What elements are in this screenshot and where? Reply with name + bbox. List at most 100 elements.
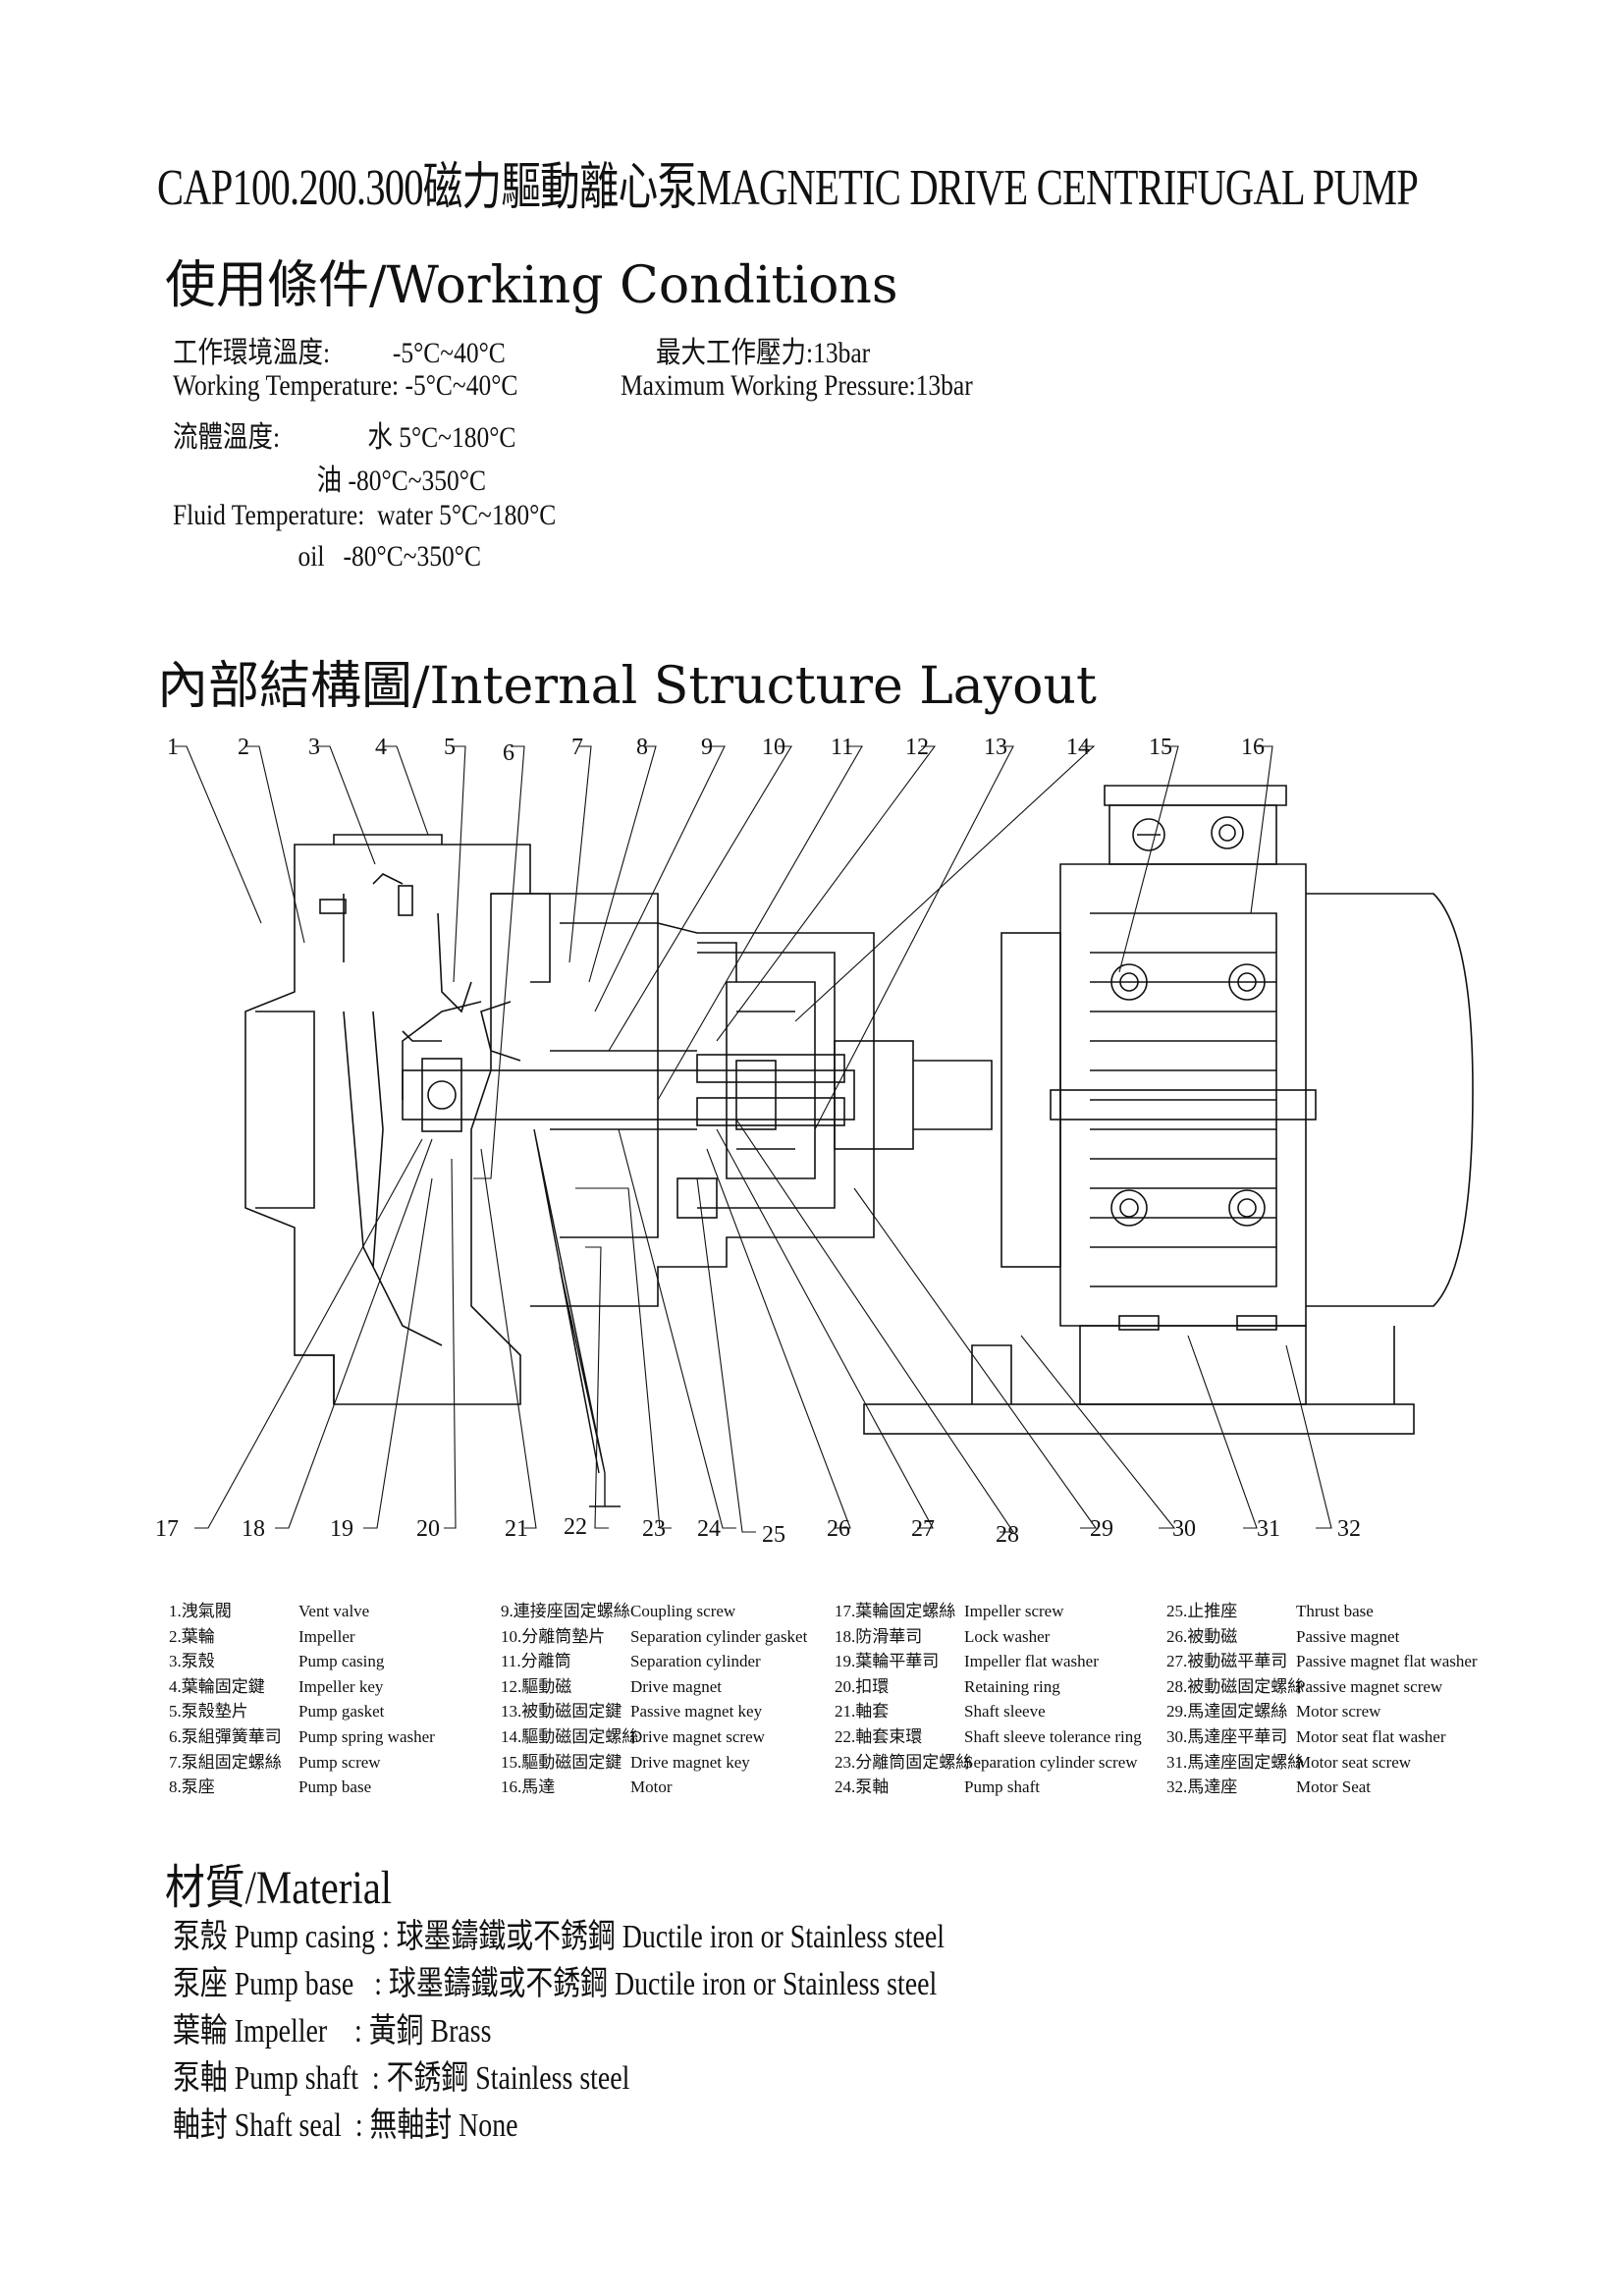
condition-line-left: Fluid Temperature: water 5°C~180°C [173,499,557,531]
part-row: 21.軸套 Shaft sleeve [835,1699,1142,1724]
part-row: 24.泵軸 Pump shaft [835,1775,1142,1800]
callout-label: 11 [831,735,853,760]
part-number-label: 5.泵殼墊片 [169,1702,248,1722]
bottom-leader-lines [194,1119,1332,1533]
part-english-name: Impeller screw [964,1602,1064,1620]
part-number-label: 8.泵座 [169,1777,215,1797]
condition-line-left: 油 -80°C~350°C [173,465,486,497]
part-english-name: Drive magnet screw [630,1726,765,1746]
part-english-name: Coupling screw [630,1602,736,1620]
part-english-name: Pump shaft [964,1777,1040,1797]
part-english-name: Motor [630,1777,673,1797]
callout-label: 6 [503,740,514,766]
material-row: 泵座 Pump base : 球墨鑄鐵或不銹鋼 Ductile iron or … [173,1966,938,2002]
callout-label: 7 [571,735,583,760]
part-english-name: Vent valve [298,1602,370,1620]
callout-label: 21 [505,1516,528,1542]
part-english-name: Motor Seat [1296,1777,1372,1797]
callout-label: 27 [911,1516,935,1542]
callout-label: 26 [827,1516,850,1542]
part-row: 6.泵組彈簧華司 Pump spring washer [169,1724,435,1750]
part-row: 22.軸套束環 Shaft sleeve tolerance ring [835,1724,1142,1750]
callout-label: 20 [416,1516,440,1542]
part-row: 32.馬達座 Motor Seat [1166,1775,1478,1800]
part-english-name: Passive magnet [1296,1626,1400,1646]
part-english-name: Passive magnet flat washer [1296,1652,1478,1671]
part-number-label: 6.泵組彈簧華司 [169,1726,282,1746]
page-title: CAP100.200.300磁力驅動離心泵MAGNETIC DRIVE CENT… [157,160,1419,216]
base-plate [863,1326,1415,1435]
condition-line-left: 流體溫度: 水 5°C~180°C [173,421,516,454]
callout-label: 13 [984,735,1007,760]
part-number-label: 32.馬達座 [1166,1777,1238,1797]
part-english-name: Impeller flat washer [964,1652,1099,1671]
callout-label: 5 [444,735,456,760]
condition-line-right: Maximum Working Pressure:13bar [621,369,973,402]
part-english-name: Retaining ring [964,1676,1060,1696]
part-number-label: 30.馬達座平華司 [1166,1726,1288,1746]
callout-label: 22 [564,1514,587,1540]
part-number-label: 10.分離筒墊片 [501,1626,606,1646]
callout-label: 18 [242,1516,265,1542]
callout-label: 4 [375,735,387,760]
part-english-name: Motor screw [1296,1702,1381,1722]
pump-shaft [402,1040,993,1150]
part-number-label: 11.分離筒 [501,1652,571,1671]
part-number-label: 9.連接座固定螺絲 [501,1602,630,1620]
part-number-label: 22.軸套束環 [835,1726,923,1746]
part-english-name: Passive magnet screw [1296,1676,1443,1696]
callout-label: 3 [308,735,320,760]
part-row: 2.葉輪 Impeller [169,1624,435,1650]
condition-line-left: Working Temperature: -5°C~40°C [173,369,518,402]
part-english-name: Shaft sleeve [964,1702,1046,1722]
material-row: 泵軸 Pump shaft : 不銹鋼 Stainless steel [173,2060,630,2097]
callout-label: 12 [905,735,929,760]
callout-label: 8 [636,735,648,760]
part-english-name: Drive magnet key [630,1752,750,1772]
material-heading: 材質/Material [165,1862,393,1914]
part-number-label: 24.泵軸 [835,1777,890,1797]
part-number-label: 14.驅動磁固定螺絲 [501,1726,639,1746]
part-english-name: Shaft sleeve tolerance ring [964,1726,1142,1746]
part-number-label: 13.被動磁固定鍵 [501,1702,622,1722]
part-english-name: Impeller key [298,1676,384,1696]
callout-label: 14 [1066,735,1090,760]
part-english-name: Pump spring washer [298,1726,435,1746]
part-row: 11.分離筒 Separation cylinder [501,1649,807,1674]
callout-label: 25 [762,1522,785,1548]
callout-label: 16 [1241,735,1265,760]
condition-line-right: 最大工作壓力:13bar [656,337,871,369]
part-english-name: Impeller [298,1626,355,1646]
part-number-label: 2.葉輪 [169,1626,215,1646]
bottom-callout-numbers: 17 18 19 20 21 22 23 24 25 26 27 28 29 3… [155,1514,1361,1548]
callout-label: 31 [1257,1516,1280,1542]
part-english-name: Thrust base [1296,1602,1374,1620]
part-row: 5.泵殼墊片 Pump gasket [169,1699,435,1724]
part-number-label: 21.軸套 [835,1702,890,1722]
part-english-name: Separation cylinder [630,1652,761,1671]
part-english-name: Pump screw [298,1752,381,1772]
callout-label: 19 [330,1516,353,1542]
internal-structure-heading: 內部結構圖/Internal Structure Layout [157,657,1097,716]
part-number-label: 31.馬達座固定螺絲 [1166,1752,1305,1772]
callout-label: 9 [701,735,713,760]
callout-label: 30 [1172,1516,1196,1542]
part-english-name: Pump gasket [298,1702,385,1722]
part-number-label: 23.分離筒固定螺絲 [835,1752,973,1772]
